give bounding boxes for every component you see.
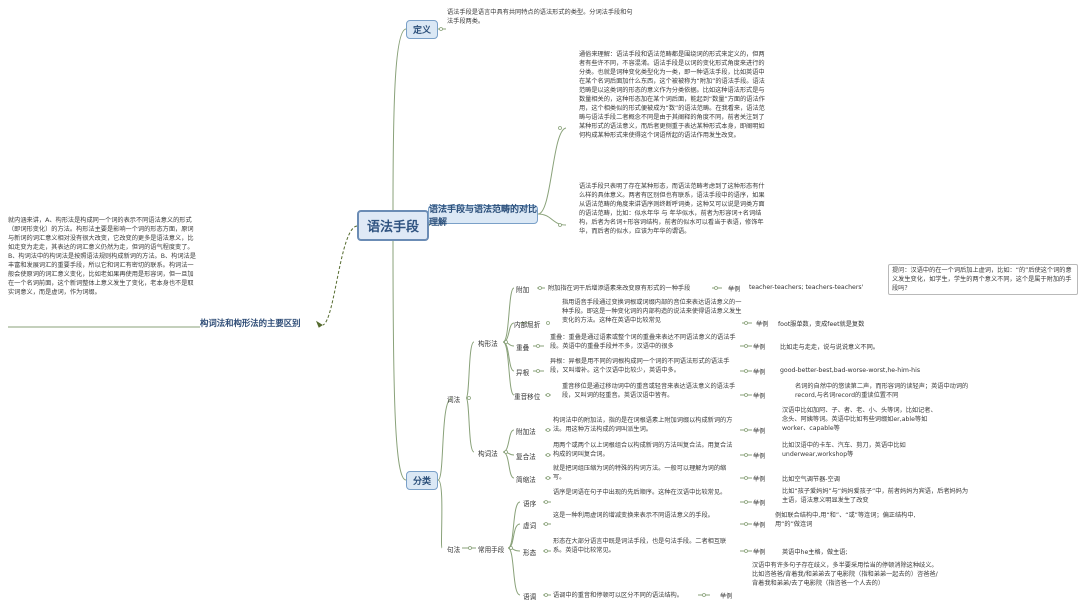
zhongyin-example-word: 举例	[753, 393, 766, 400]
compare-text-2: 语法手段只表明了存在某种形态，而语法范畴考虑到了这种形态有什么样的具体意义。两者…	[579, 183, 765, 235]
definition-text: 语法手段是语言中具有共同特点的语法形式的类型。分词法手段和句法手段两类。	[447, 9, 633, 25]
left-branch-title[interactable]: 构词法和构形法的主要区别	[200, 318, 301, 328]
yuxu-example: 比如“孩子爱妈妈”与“妈妈爱孩子”中，前者妈妈为宾语，后者妈妈为主语，语法意义明…	[782, 488, 969, 504]
yudiao-text: 语调中的重音和停顿可以区分不同的语法结构。	[553, 592, 683, 599]
chongdie-example: 比如走与走走，说与说说意义不同。	[780, 344, 879, 351]
fujia-label[interactable]: 附加	[516, 286, 530, 294]
xuci-text: 这是一种利用虚词的增减变换来表示不同语法意义的手段。	[553, 512, 714, 519]
root-node[interactable]: 语法手段	[357, 210, 429, 241]
xuci-example-word: 举例	[753, 522, 766, 529]
ci-fujia-example: 汉语中比如加阿、子、者、老、小、头等词，比如记者、念头、阿姨等词。英语中比如有些…	[782, 407, 937, 432]
xingtai-example: 英语中he主格，做主语;	[782, 549, 848, 556]
xingtai-label[interactable]: 形态	[523, 549, 537, 557]
compare-node[interactable]: 语法手段与语法范畴的对比理解	[428, 204, 538, 228]
fuhe-example-word: 举例	[753, 453, 766, 460]
lexical-label[interactable]: 词法	[447, 396, 461, 404]
yuxu-text: 语序是词语在句子中出现的先后顺序。这种在汉语中比较常见。	[553, 489, 727, 496]
neibu-label[interactable]: 内部屈折	[514, 321, 541, 329]
jianshuo-example: 比如空气调节器-空调	[782, 476, 840, 483]
gouci-label[interactable]: 构词法	[478, 450, 498, 458]
yudiao-label[interactable]: 语调	[523, 593, 537, 601]
xuci-example: 例如联合结构中,用“和”、“或”等连词；偏正结构中,用“的”做连词	[775, 512, 916, 528]
jianshuo-label[interactable]: 简缩法	[516, 476, 536, 484]
xuci-label[interactable]: 虚词	[523, 522, 537, 530]
fujia-example-word: 举例	[728, 286, 741, 293]
changyong-label[interactable]: 常用手段	[478, 546, 505, 554]
ci-fujia-example-word: 举例	[753, 428, 766, 435]
chongdie-text: 重叠：重叠是通过语素或整个词的重叠来表达不同语法意义的语法手段。英语中的重叠手段…	[550, 334, 736, 350]
chongdie-label[interactable]: 重叠	[516, 344, 530, 352]
chongdie-example-word: 举例	[753, 344, 766, 351]
jianshuo-example-word: 举例	[753, 476, 766, 483]
neibu-example-word: 举例	[756, 321, 769, 328]
jianshuo-text: 就是把词组压缩为词的特殊的构词方法。一般可以理解为词的缩写。	[553, 465, 727, 481]
zhongyin-label[interactable]: 重音移位	[514, 393, 541, 401]
classify-node[interactable]: 分类	[406, 471, 438, 490]
yigen-example-word: 举例	[753, 369, 766, 376]
yigen-label[interactable]: 异根	[516, 369, 530, 377]
yigen-example: good-better-best,bad-worse-worst,he-him-…	[780, 367, 921, 374]
fuhe-label[interactable]: 复合法	[516, 453, 536, 461]
definition-node[interactable]: 定义	[406, 20, 438, 39]
left-branch-text: 就内涵来讲，A、构形法是构成同一个词的表示不同语法意义的形式（即词形变化）的方法…	[8, 217, 196, 296]
ci-fujia-text: 构词法中的附加法，指的是在词根语素上附加词缀以构成新词的方法。用这种方法构成的词…	[553, 417, 733, 433]
zhongyin-example: 名词的自然中的悠读第二声，而形容词的读轻声；英语中动词的record,与名词re…	[795, 383, 969, 399]
fuhe-text: 用两个或两个以上词根组合以构成新词的方法叫复合法。用复合法构成的词叫复合词。	[553, 442, 733, 458]
fujia-text: 附加指在词干后增添语素来改变原有形式的一种手段	[548, 285, 691, 292]
gouxing-label[interactable]: 构形法	[478, 340, 498, 348]
compare-text-1: 通俗来理解：语法手段和语法范畴都是围绕词的形式来定义的，但两者有些许不同，不容混…	[579, 51, 765, 139]
xingtai-example-word: 举例	[753, 549, 766, 556]
yigen-text: 异根：异根是用不同的词根构成同一个词的不同语法形式的语法手段，又叫增补。这个汉语…	[550, 358, 730, 374]
yuxu-example-word: 举例	[753, 500, 766, 507]
ci-fujia-label[interactable]: 附加法	[516, 428, 536, 436]
neibu-example: foot服单数，变成feet就是复数	[778, 321, 865, 328]
neibu-text: 指用语音手段通过变换词根或词缀内部的音位来表达语法意义的一种手段。即这是一种变化…	[562, 299, 742, 324]
xingtai-text: 形态在大部分语言中既是词法手段，也是句法手段。二者相互联系。英语中比较常见。	[553, 538, 727, 554]
zhongyin-text: 重音移位是通过移动词中的重音或轻音来表达语法意义的语法手段，又叫词的轻重音。英语…	[562, 383, 736, 399]
yudiao-example-word: 举例	[720, 593, 733, 600]
fuhe-example: 比如汉语中的卡车、汽车、剪刀，英语中比如underwear,workshop等	[782, 442, 906, 458]
yuxu-label[interactable]: 语序	[523, 500, 537, 508]
fujia-question-note: 提问：汉语中的在一个词后加上虚词，比如：“的”后使这个词的意义发生变化，如学生，…	[888, 264, 1078, 295]
syntax-label[interactable]: 句法	[447, 546, 461, 554]
fujia-example: teacher-teachers; teachers-teachers'	[749, 284, 864, 291]
yudiao-example: 汉语中有许多句子存在歧义，多半要采用恰当的停顿消除这种歧义。比如咨爸爸/背着我/…	[752, 562, 938, 587]
